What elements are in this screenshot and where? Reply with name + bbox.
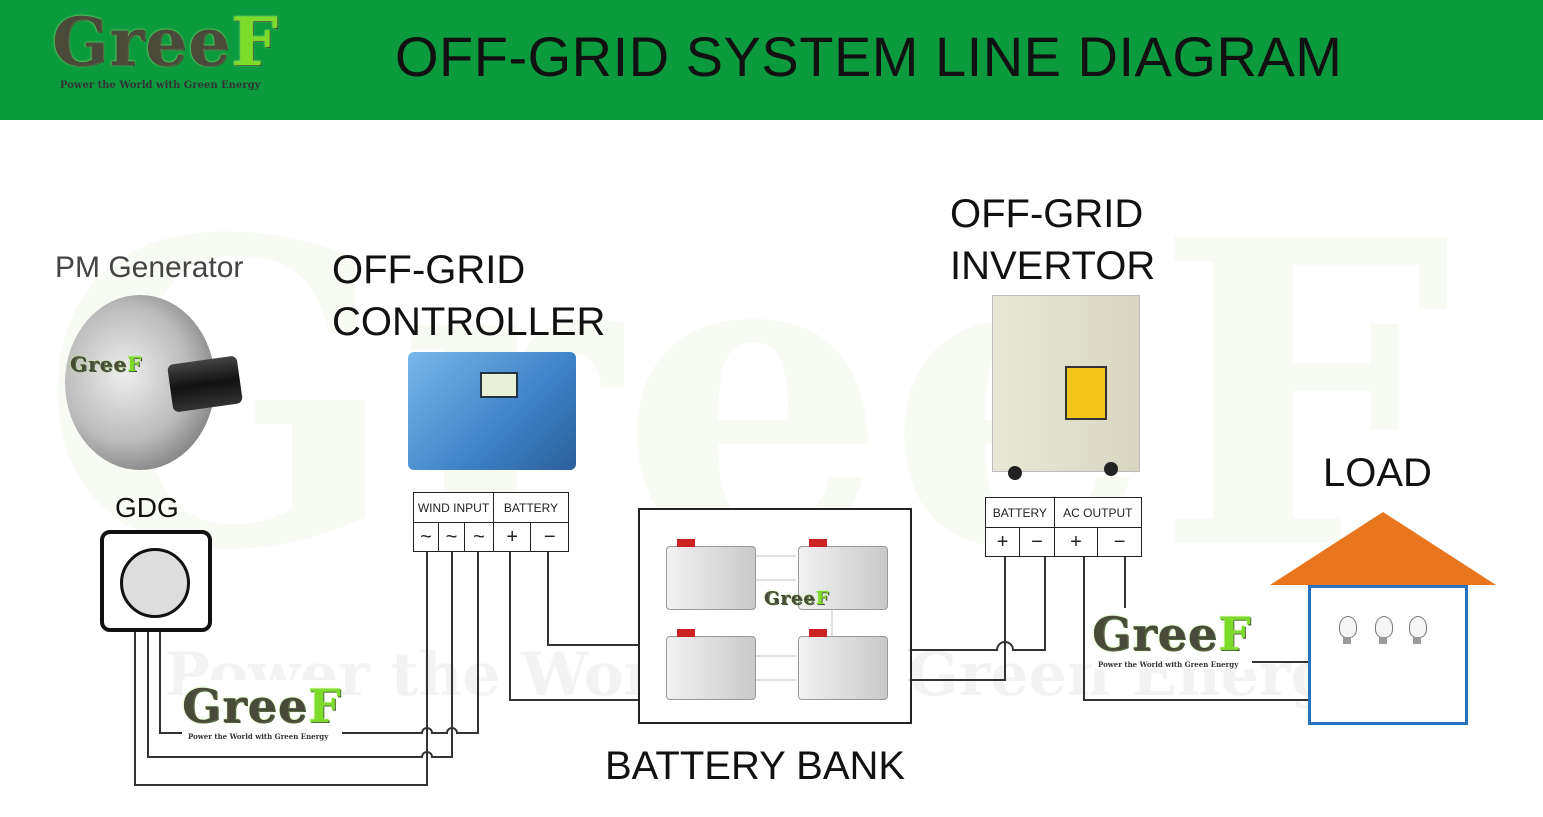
page-title: OFF-GRID SYSTEM LINE DIAGRAM bbox=[395, 25, 1343, 88]
inverter-ac-plus: + bbox=[1053, 527, 1099, 557]
battery bbox=[666, 629, 756, 700]
controller-battery-plus: + bbox=[492, 522, 532, 552]
controller-battery-minus: − bbox=[530, 522, 569, 552]
load-label: LOAD bbox=[1323, 451, 1432, 495]
light-bulb-icon bbox=[1375, 616, 1393, 644]
generator-label: PM Generator bbox=[55, 251, 244, 284]
wire-ctrl-plus bbox=[509, 552, 638, 701]
light-bulb-icon bbox=[1409, 616, 1427, 644]
wind-terminal-2: ~ bbox=[438, 522, 465, 552]
controller-label-line2: CONTROLLER bbox=[332, 300, 606, 344]
wire-wind-2 bbox=[147, 552, 453, 758]
battery-bank-label: BATTERY BANK bbox=[605, 744, 906, 788]
controller-image bbox=[408, 352, 576, 470]
wire-wind-1 bbox=[134, 552, 428, 786]
battery-bank-logo: GreeF bbox=[764, 588, 830, 609]
battery-bank-box: GreeF bbox=[638, 508, 912, 724]
inverter-ac-output-header: AC OUTPUT bbox=[1053, 497, 1143, 528]
house-load bbox=[1308, 585, 1468, 725]
controller-terminal-block: WIND INPUT BATTERY ~ ~ ~ + − bbox=[413, 492, 569, 552]
gdg-label: GDG bbox=[115, 492, 179, 523]
logo-word: Gree bbox=[52, 3, 232, 81]
house-roof bbox=[1270, 512, 1496, 585]
wire-wind-3 bbox=[159, 552, 479, 734]
wind-terminal-3: ~ bbox=[464, 522, 494, 552]
controller-wind-input-header: WIND INPUT bbox=[413, 492, 494, 523]
inverter-terminal-block: BATTERY AC OUTPUT + − + − bbox=[984, 497, 1143, 557]
controller-battery-header: BATTERY bbox=[493, 492, 569, 523]
header-bar: GreeF Power the World with Green Energy … bbox=[0, 0, 1543, 120]
battery bbox=[798, 539, 888, 610]
inverter-wheel bbox=[1104, 462, 1118, 476]
generator-logo: GreeF bbox=[70, 352, 143, 376]
battery bbox=[798, 629, 888, 700]
inverter-battery-plus: + bbox=[984, 527, 1021, 557]
logo-tagline: Power the World with Green Energy bbox=[60, 80, 261, 91]
light-bulb-icon bbox=[1339, 616, 1357, 644]
wind-terminal-1: ~ bbox=[413, 522, 439, 552]
inverter-label-line2: INVERTOR bbox=[950, 244, 1156, 288]
load-area-logo: GreeF Power the World with Green Energy bbox=[1092, 607, 1252, 669]
inverter-image bbox=[992, 295, 1140, 472]
inverter-wheel bbox=[1008, 466, 1022, 480]
wire-ac-plus bbox=[1083, 557, 1308, 701]
wire-ctrl-minus bbox=[547, 552, 638, 646]
wiring-area-logo: GreeF Power the World with Green Energy bbox=[182, 679, 342, 741]
inverter-battery-minus: − bbox=[1019, 527, 1055, 557]
gdg-connector bbox=[100, 530, 212, 632]
controller-label-line1: OFF-GRID bbox=[332, 248, 526, 292]
battery bbox=[666, 539, 756, 610]
generator-shaft bbox=[167, 355, 243, 413]
wire-inv-minus bbox=[908, 557, 1046, 651]
wire-inv-plus bbox=[908, 557, 1006, 681]
inverter-battery-header: BATTERY bbox=[985, 497, 1055, 528]
logo-accent-letter: F bbox=[231, 3, 279, 81]
brand-logo: GreeF Power the World with Green Energy bbox=[52, 4, 279, 91]
inverter-ac-minus: − bbox=[1097, 527, 1142, 557]
inverter-label-line1: OFF-GRID bbox=[950, 192, 1144, 236]
